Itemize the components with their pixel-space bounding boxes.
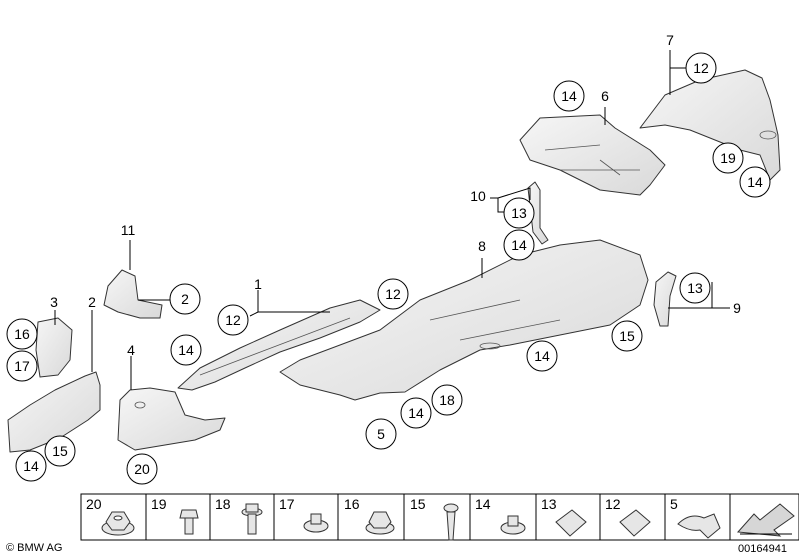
legend-strip: 20 19 18 17 16 15 14 13 12 5 [80, 493, 799, 541]
svg-text:2: 2 [181, 291, 189, 307]
part-11-bracket [103, 269, 163, 319]
legend-label-17: 17 [279, 496, 295, 512]
part-9-bracket [653, 271, 677, 327]
callout-12-circle: 12 [685, 52, 717, 84]
svg-text:18: 18 [439, 392, 455, 408]
callout-14-circle: 14 [739, 166, 771, 198]
callout-12-circle: 12 [217, 304, 249, 336]
clip-nut-icon [303, 513, 329, 533]
speed-nut-icon [500, 515, 526, 535]
svg-text:13: 13 [687, 280, 703, 296]
legend-label-14: 14 [475, 496, 491, 512]
callout-13-circle: 13 [679, 272, 711, 304]
svg-text:12: 12 [225, 312, 241, 328]
svg-text:15: 15 [619, 328, 635, 344]
callout-14-circle: 14 [526, 340, 558, 372]
callout-17-circle: 17 [6, 350, 38, 382]
legend-label-12: 12 [605, 496, 621, 512]
part-7-heat-shield [639, 69, 781, 181]
bracket-icon [677, 513, 721, 539]
collar-nut-icon [365, 511, 395, 535]
svg-text:14: 14 [178, 342, 194, 358]
u-clip-nut-icon [619, 509, 651, 537]
flange-bolt-icon [241, 503, 263, 535]
callout-1: 1 [254, 276, 262, 292]
callout-14-circle: 14 [170, 334, 202, 366]
legend-label-15: 15 [410, 496, 426, 512]
legend-label-13: 13 [541, 496, 557, 512]
callout-16-circle: 16 [6, 318, 38, 350]
part-2-shield [7, 371, 101, 453]
u-clip-nut-icon [555, 509, 587, 537]
svg-text:14: 14 [561, 88, 577, 104]
legend-label-19: 19 [151, 496, 167, 512]
callout-18-circle: 18 [431, 384, 463, 416]
callout-9: 9 [733, 300, 741, 316]
svg-text:12: 12 [385, 286, 401, 302]
part-4-shield [117, 387, 226, 451]
svg-text:5: 5 [377, 426, 385, 442]
callout-14-circle: 14 [400, 397, 432, 429]
svg-text:14: 14 [23, 458, 39, 474]
svg-text:14: 14 [747, 174, 763, 190]
svg-text:13: 13 [511, 205, 527, 221]
svg-text:14: 14 [408, 405, 424, 421]
direction-arrow-icon [736, 503, 795, 537]
callout-2-circle: 2 [169, 283, 201, 315]
callout-20-circle: 20 [126, 453, 158, 485]
callout-2: 2 [88, 294, 96, 310]
callout-7: 7 [666, 32, 674, 48]
callout-6: 6 [601, 88, 609, 104]
brand-label: © BMW AG [6, 542, 63, 554]
svg-text:17: 17 [14, 358, 30, 374]
callout-14-circle: 14 [15, 450, 47, 482]
self-tapping-screw-icon [443, 503, 459, 541]
callout-14-circle: 14 [553, 80, 585, 112]
legend-label-16: 16 [344, 496, 360, 512]
hex-nut-flange-icon [101, 511, 135, 536]
svg-text:20: 20 [134, 461, 150, 477]
callout-5-circle: 5 [365, 418, 397, 450]
callout-11: 11 [121, 222, 136, 238]
svg-text:16: 16 [14, 326, 30, 342]
callout-15-circle: 15 [611, 320, 643, 352]
diagram-number: 00164941 [738, 543, 787, 555]
svg-text:15: 15 [52, 443, 68, 459]
svg-text:14: 14 [534, 348, 550, 364]
callout-12-circle: 12 [377, 278, 409, 310]
svg-text:14: 14 [511, 237, 527, 253]
part-10-bracket [527, 181, 549, 245]
callout-8: 8 [478, 238, 486, 254]
legend-label-18: 18 [215, 496, 231, 512]
svg-text:19: 19 [720, 150, 736, 166]
callout-3: 3 [50, 294, 58, 310]
callout-13-circle: 13 [503, 197, 535, 229]
callout-14-circle: 14 [503, 229, 535, 261]
callout-19-circle: 19 [712, 142, 744, 174]
svg-text:12: 12 [693, 60, 709, 76]
part-3-shield [35, 317, 73, 378]
part-8-main-shield [279, 239, 649, 401]
callout-15-circle: 15 [44, 435, 76, 467]
hex-bolt-icon [179, 509, 199, 535]
callout-10: 10 [470, 188, 486, 204]
legend-label-5: 5 [670, 496, 678, 512]
callout-4: 4 [127, 342, 135, 358]
legend-label-20: 20 [86, 496, 102, 512]
